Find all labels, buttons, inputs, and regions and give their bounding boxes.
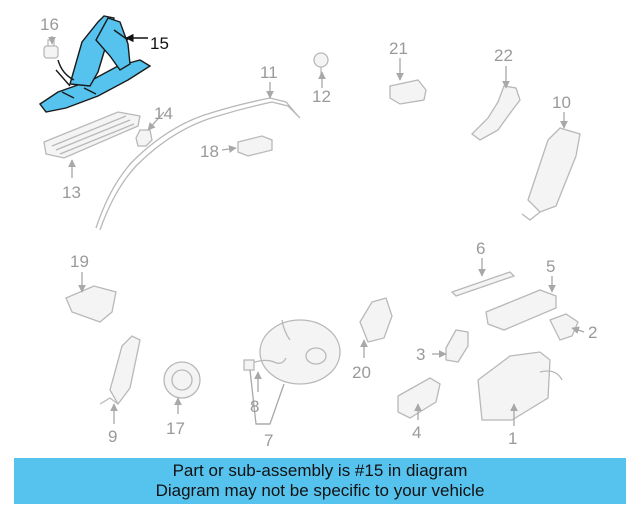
part-15-highlighted[interactable] [38, 15, 152, 113]
part-11-curtain-airbag [95, 97, 301, 231]
leader-lines [48, 33, 585, 426]
part-16-bolt [43, 39, 59, 59]
callout-11: 11 [260, 63, 278, 82]
banner-line-2: Diagram may not be specific to your vehi… [155, 481, 485, 500]
callout-2: 2 [588, 323, 597, 342]
part-13-module [43, 111, 141, 159]
callout-20: 20 [352, 363, 371, 382]
callout-18: 18 [200, 142, 219, 161]
part-1-passenger-airbag [477, 351, 563, 421]
part-6-strip [450, 271, 516, 297]
callout-5: 5 [546, 257, 555, 276]
part-21-sensor [389, 79, 427, 105]
part-10-side-airbag [521, 127, 581, 221]
callout-13: 13 [62, 183, 81, 202]
part-5-bracket [485, 289, 557, 331]
callout-21: 21 [389, 39, 408, 58]
callout-8: 8 [250, 397, 259, 416]
part-22-bracket [471, 85, 521, 141]
part-2-clip [549, 313, 579, 341]
part-17-clockspring [163, 361, 201, 399]
callout-19: 19 [70, 252, 89, 271]
callout-7: 7 [264, 431, 273, 450]
part-8-wire [243, 357, 287, 371]
callout-4: 4 [412, 423, 421, 442]
part-18-sensor [237, 135, 273, 157]
callout-12: 12 [312, 87, 331, 106]
callout-17: 17 [166, 419, 185, 438]
callout-16: 16 [40, 15, 59, 34]
callout-6: 6 [476, 239, 485, 258]
callout-10: 10 [552, 93, 571, 112]
part-7-driver-airbag [259, 319, 341, 385]
part-12-cap [313, 52, 329, 76]
parts-diagram: 16 15 14 13 11 12 18 21 22 10 6 5 2 3 19… [38, 15, 597, 450]
info-banner: Part or sub-assembly is #15 in diagram D… [14, 458, 626, 504]
callout-1: 1 [508, 429, 517, 448]
banner-line-1: Part or sub-assembly is #15 in diagram [172, 461, 468, 480]
part-14-clip [135, 129, 153, 147]
part-19-bracket [65, 285, 117, 323]
part-4-bracket [397, 377, 441, 419]
callout-9: 9 [108, 427, 117, 446]
callout-3: 3 [416, 345, 425, 364]
part-9-pillar-airbag [99, 335, 141, 406]
callout-22: 22 [494, 46, 513, 65]
part-3-bracket [445, 329, 469, 363]
callout-14: 14 [154, 104, 173, 123]
callout-15[interactable]: 15 [150, 34, 169, 53]
part-20-sensor [359, 297, 393, 343]
